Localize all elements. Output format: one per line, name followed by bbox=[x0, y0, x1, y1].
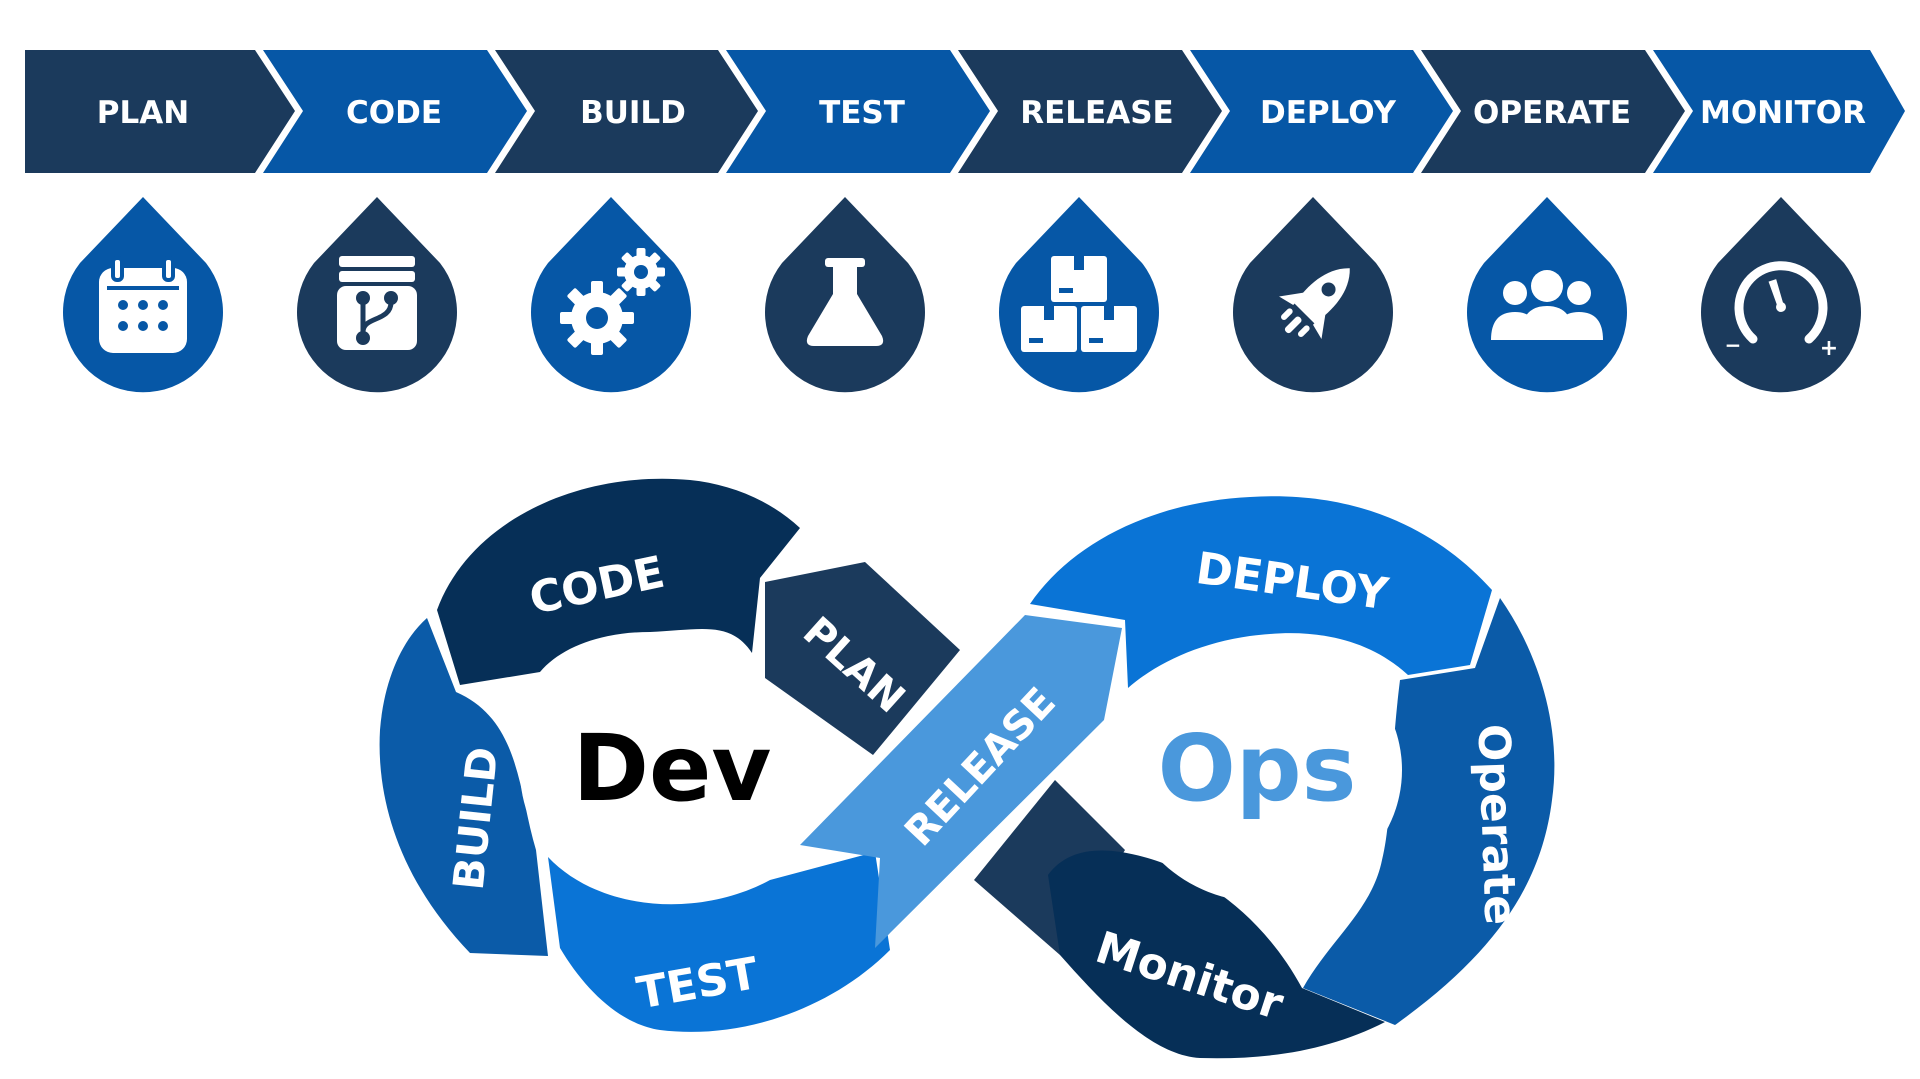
drop-release bbox=[999, 197, 1159, 393]
chevron-label-build: BUILD bbox=[580, 95, 686, 131]
gauge-icon: − + bbox=[1725, 261, 1838, 361]
loop-segment-monitor bbox=[1048, 850, 1385, 1059]
loop-segment-deploy bbox=[1030, 496, 1492, 688]
chevron-code bbox=[263, 50, 527, 173]
gears-icon bbox=[560, 248, 665, 355]
ops-label: Ops bbox=[1158, 715, 1357, 822]
loop-segment-test bbox=[548, 852, 890, 1032]
loop-segment-release bbox=[800, 615, 1122, 948]
loop-segment-monitor-underlap bbox=[974, 780, 1125, 955]
drop-operate bbox=[1467, 197, 1627, 393]
drop-code bbox=[297, 197, 457, 393]
drop-deploy bbox=[1233, 197, 1393, 393]
chevron-release bbox=[958, 50, 1222, 173]
loop-segment-code bbox=[437, 478, 800, 685]
calendar-icon bbox=[99, 256, 187, 353]
gauge-minus-label: − bbox=[1725, 333, 1742, 357]
chevron-label-deploy: DEPLOY bbox=[1260, 95, 1397, 131]
loop-label-operate: Operate bbox=[1467, 723, 1525, 926]
ops-hole bbox=[1122, 638, 1402, 902]
chevron-build bbox=[495, 50, 758, 173]
team-icon bbox=[1491, 270, 1603, 340]
stage-icons: − + bbox=[62, 197, 1861, 393]
git-branch-icon bbox=[337, 256, 417, 350]
rocket-icon bbox=[1279, 268, 1350, 339]
chevron-plan bbox=[25, 50, 295, 173]
boxes-icon bbox=[1021, 256, 1137, 352]
loop-segment-plan bbox=[765, 562, 960, 755]
dev-hole bbox=[520, 638, 790, 902]
chevron-deploy bbox=[1190, 50, 1453, 173]
chevron-label-code: CODE bbox=[346, 95, 442, 131]
loop-segment-build bbox=[379, 618, 548, 956]
gauge-plus-label: + bbox=[1820, 336, 1838, 361]
drop-monitor: − + bbox=[1701, 197, 1861, 393]
chevron-label-operate: OPERATE bbox=[1473, 95, 1631, 131]
chevron-test bbox=[726, 50, 990, 173]
devops-infinity-loop: Dev Ops CODE PLAN BUILD TEST RELEASE DEP… bbox=[379, 478, 1555, 1059]
drop-build bbox=[531, 197, 691, 393]
drop-test bbox=[765, 197, 925, 393]
chevron-label-test: TEST bbox=[819, 95, 905, 131]
chevron-label-release: RELEASE bbox=[1020, 95, 1173, 131]
chevron-label-plan: PLAN bbox=[97, 95, 189, 131]
chevron-label-monitor: MONITOR bbox=[1700, 95, 1866, 131]
pipeline-bar: PLAN CODE BUILD TEST RELEASE DEPLOY OPER… bbox=[25, 50, 1905, 173]
dev-label: Dev bbox=[573, 715, 772, 822]
drop-plan bbox=[62, 197, 223, 393]
flask-icon bbox=[806, 258, 884, 346]
chevron-operate bbox=[1421, 50, 1685, 173]
chevron-monitor bbox=[1653, 50, 1905, 173]
loop-segment-operate bbox=[1303, 598, 1555, 1025]
